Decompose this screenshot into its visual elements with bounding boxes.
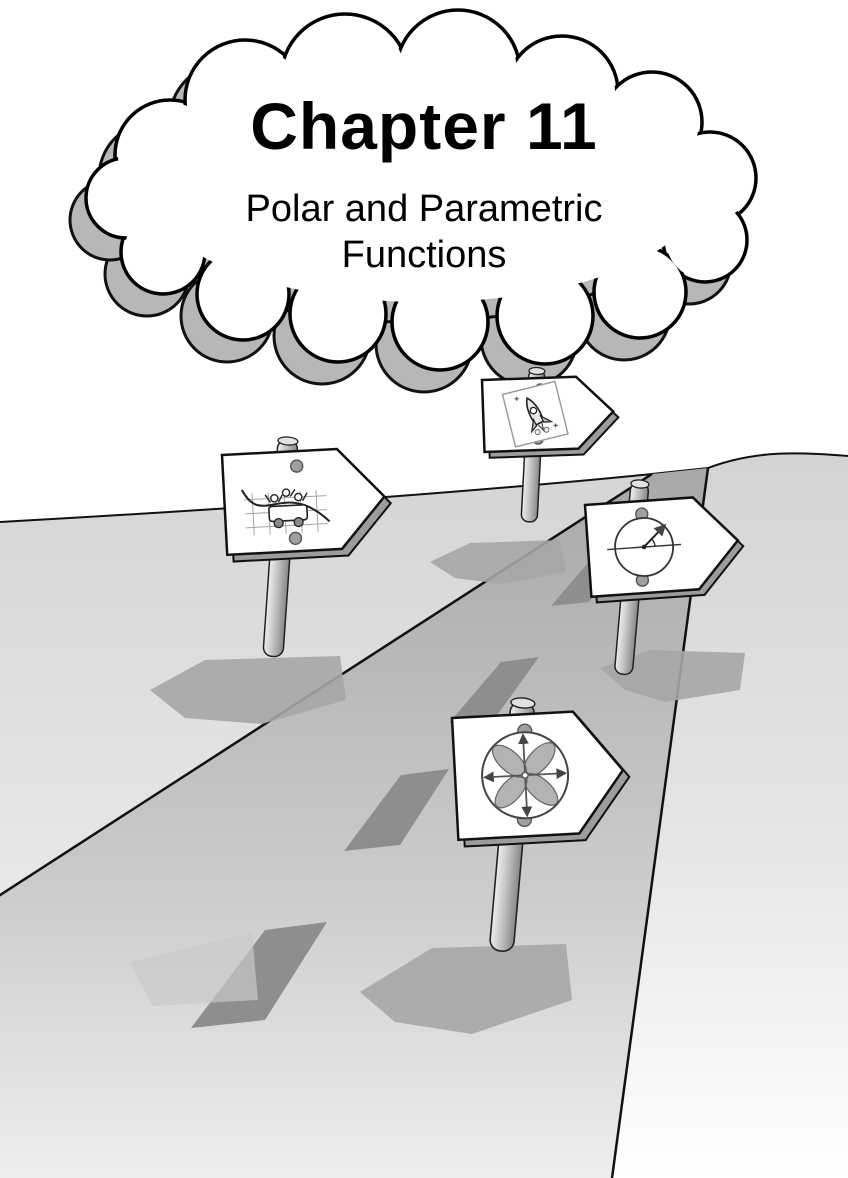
horizon-line (0, 452, 848, 523)
signpost-cart (220, 436, 393, 658)
rocket-cartoon-icon (501, 380, 569, 448)
signpost-shadow (360, 944, 572, 1034)
sign-bolts (288, 459, 304, 545)
polar-vector-diagram-icon (607, 517, 682, 577)
signpost-shadow (150, 656, 346, 724)
cloud (84, 8, 758, 372)
ground-corner-patch (130, 933, 258, 1006)
sign-board (220, 447, 387, 557)
road-dash (344, 769, 449, 851)
signpost-polar (583, 479, 745, 676)
pole-cap (277, 436, 299, 446)
signpost-rose (450, 697, 631, 952)
cart-on-graph-cartoon-icon (240, 488, 331, 536)
chapter-subtitle: Polar and Parametric Functions (0, 186, 848, 278)
signpost-shadow (430, 540, 566, 584)
signpost-rocket (480, 366, 620, 523)
signpost-shadow (600, 650, 745, 702)
road-dash (449, 657, 539, 723)
signpost-shadows (150, 540, 745, 1034)
rose-curve-compass-icon (481, 731, 570, 820)
pole-cap (528, 366, 546, 376)
pole-cap (510, 697, 536, 709)
pole-cap (630, 479, 650, 489)
chapter-title: Chapter 11 (250, 89, 598, 163)
chapter-subtitle-line2: Functions (341, 234, 507, 276)
chapter-subtitle-line1: Polar and Parametric (245, 188, 603, 230)
